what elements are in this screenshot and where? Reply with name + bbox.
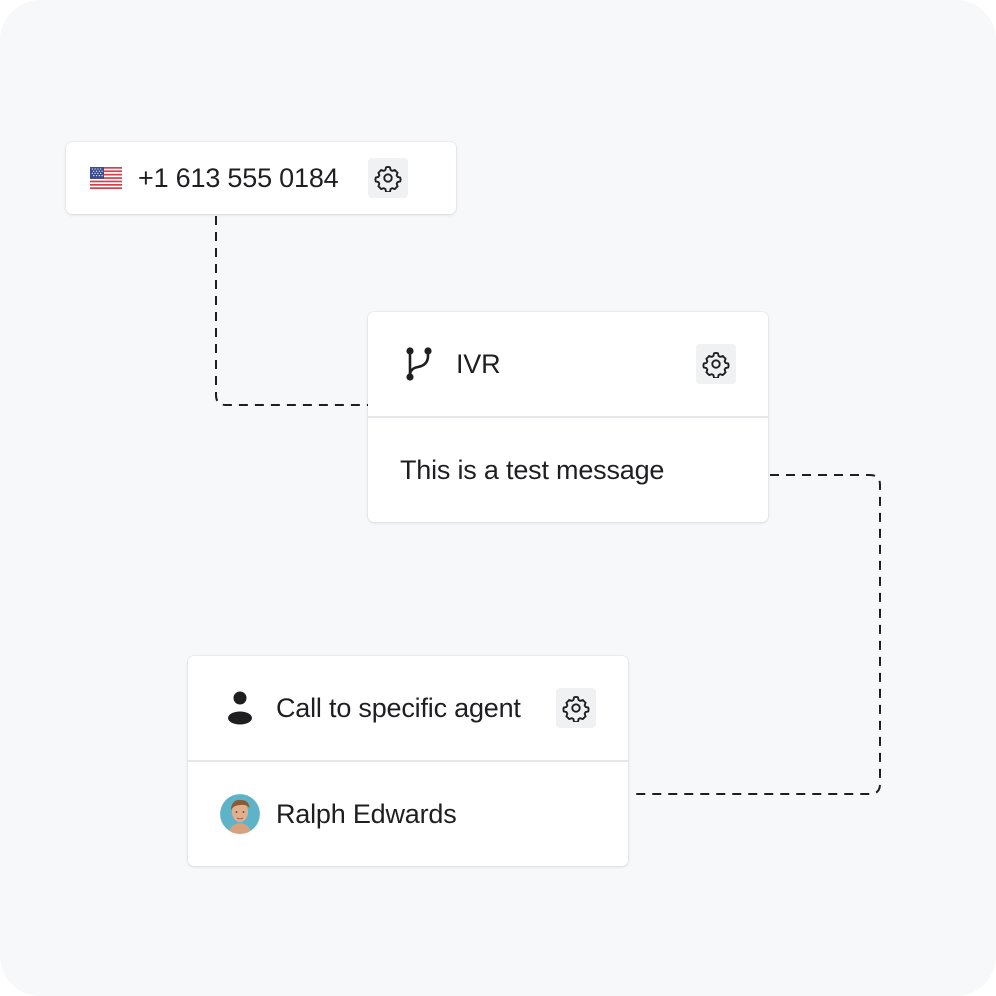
connector-ivr-to-agent	[630, 474, 881, 795]
agent-name: Ralph Edwards	[276, 798, 457, 829]
ivr-body: This is a test message	[368, 418, 768, 522]
gear-icon	[374, 165, 402, 192]
phone-settings-button[interactable]	[368, 158, 408, 198]
branch-icon	[406, 347, 432, 381]
phone-number-row: +1 613 555 0184	[66, 142, 456, 214]
agent-header: Call to specific agent	[188, 656, 628, 760]
connector-phone-to-ivr	[215, 216, 368, 406]
phone-number-node[interactable]: +1 613 555 0184	[66, 142, 456, 214]
gear-icon	[702, 351, 730, 378]
ivr-node[interactable]: IVR This is a test message	[368, 312, 768, 522]
ivr-title: IVR	[456, 348, 501, 379]
avatar	[220, 794, 260, 834]
agent-divider	[188, 760, 628, 762]
ivr-divider	[368, 416, 768, 418]
ivr-settings-button[interactable]	[696, 344, 736, 384]
agent-title: Call to specific agent	[276, 692, 521, 723]
agent-node[interactable]: Call to specific agent Ralph Edwards	[188, 656, 628, 866]
us-flag-icon	[90, 167, 122, 189]
phone-number-text: +1 613 555 0184	[138, 162, 339, 193]
person-icon	[228, 691, 252, 725]
ivr-header: IVR	[368, 312, 768, 416]
gear-icon	[562, 695, 590, 722]
agent-body: Ralph Edwards	[188, 762, 628, 866]
agent-settings-button[interactable]	[556, 688, 596, 728]
ivr-message: This is a test message	[400, 454, 665, 485]
